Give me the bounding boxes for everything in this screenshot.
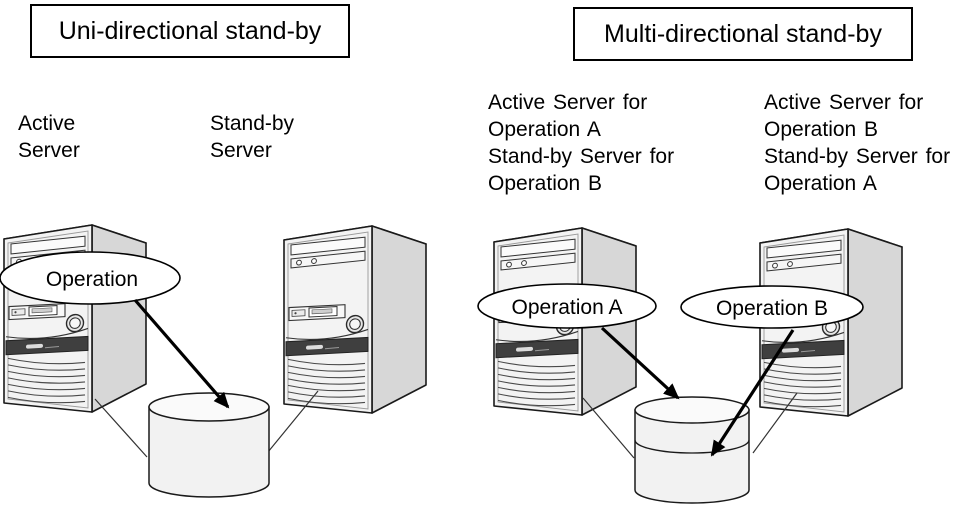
operation-b-write-arrow (710, 329, 795, 457)
uni-directional-title-box: Uni-directional stand-by (30, 4, 350, 58)
disk-partition-divider (634, 439, 750, 454)
standby-server-disk-connector-line (267, 390, 319, 453)
operation-ellipse-label: Operation (46, 268, 138, 291)
uni-disk-cylinder-icon (148, 392, 270, 498)
standby-server-label: Stand-by Server (210, 112, 295, 162)
operation-ellipse: Operation (0, 251, 181, 305)
multi-directional-title-box: Multi-directional stand-by (573, 7, 913, 61)
operation-a-ellipse-label: Operation A (512, 296, 623, 319)
server-b-disk-connector-line (752, 392, 798, 454)
multi-shared-disk-cylinder-icon (634, 396, 750, 504)
operation-write-arrow (133, 298, 230, 409)
operation-a-write-arrow (600, 326, 680, 400)
server-b-role-label: Active Server for Operation B Stand-by S… (764, 91, 951, 195)
operation-a-ellipse: Operation A (477, 283, 657, 329)
operation-b-ellipse-label: Operation B (716, 297, 828, 320)
operation-b-ellipse: Operation B (680, 285, 864, 329)
active-server-disk-connector-line (94, 398, 148, 458)
server-a-disk-connector-line (582, 397, 635, 459)
active-server-label: Active Server (18, 112, 80, 162)
standby-server-icon (283, 225, 427, 414)
server-a-role-label: Active Server for Operation A Stand-by S… (488, 91, 675, 195)
